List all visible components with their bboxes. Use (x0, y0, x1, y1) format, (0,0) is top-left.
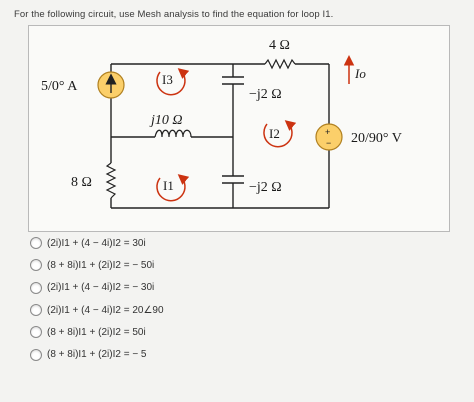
circuit-wires (110, 63, 330, 209)
label-i1: I1 (163, 178, 174, 193)
voltage-source-minus: − (326, 138, 331, 148)
resistor-left (105, 162, 117, 199)
mesh-arrow-i3 (156, 68, 190, 96)
question-text: For the following circuit, use Mesh anal… (14, 9, 334, 20)
option-5[interactable]: (8 + 8i)I1 + (2i)I2 = 50i (30, 321, 450, 343)
radio-button[interactable] (30, 259, 42, 272)
label-inductor: j10 Ω (149, 113, 183, 128)
voltage-source (315, 123, 343, 151)
option-label: (2i)I1 + (4 − 4i)I2 = 30i (47, 237, 146, 249)
label-cap-top: −j2 Ω (249, 87, 282, 102)
circuit-diagram: 4 Ω 5/0° A I3 −j2 Ω Io j10 Ω I2 + − 20/9… (41, 38, 402, 209)
option-3[interactable]: (2i)I1 + (4 − 4i)I2 = − 30i (30, 277, 450, 299)
label-io: Io (354, 66, 366, 81)
option-1[interactable]: (2i)I1 + (4 − 4i)I2 = 30i (30, 232, 450, 254)
voltage-source-plus: + (325, 127, 330, 137)
inductor (154, 129, 192, 138)
radio-button[interactable] (30, 237, 42, 250)
option-2[interactable]: (8 + 8i)I1 + (2i)I2 = − 50i (30, 254, 450, 276)
label-i3: I3 (162, 72, 173, 87)
radio-button[interactable] (30, 348, 42, 361)
label-voltage-source: 20/90° V (351, 131, 402, 146)
option-label: (8 + 8i)I1 + (2i)I2 = − 5 (47, 349, 147, 361)
option-label: (8 + 8i)I1 + (2i)I2 = 50i (47, 326, 146, 338)
answer-options: (2i)I1 + (4 − 4i)I2 = 30i (8 + 8i)I1 + (… (30, 232, 450, 366)
circuit-figure: 4 Ω 5/0° A I3 −j2 Ω Io j10 Ω I2 + − 20/9… (28, 25, 450, 232)
option-label: (8 + 8i)I1 + (2i)I2 = − 50i (47, 259, 155, 271)
capacitor-bottom (222, 175, 244, 184)
label-cap-bottom: −j2 Ω (249, 180, 282, 195)
radio-button[interactable] (30, 304, 42, 317)
option-label: (2i)I1 + (4 − 4i)I2 = 20∠90 (47, 304, 164, 316)
radio-button[interactable] (30, 326, 42, 339)
label-r-top: 4 Ω (269, 38, 290, 53)
mesh-arrow-i1 (156, 174, 190, 202)
label-i2: I2 (269, 126, 280, 141)
option-4[interactable]: (2i)I1 + (4 − 4i)I2 = 20∠90 (30, 299, 450, 321)
capacitor-top (222, 76, 244, 85)
option-label: (2i)I1 + (4 − 4i)I2 = − 30i (47, 282, 155, 294)
mesh-arrow-i2 (263, 120, 297, 148)
resistor-top (264, 58, 296, 70)
label-r-left: 8 Ω (71, 175, 92, 190)
option-6[interactable]: (8 + 8i)I1 + (2i)I2 = − 5 (30, 343, 450, 365)
radio-button[interactable] (30, 281, 42, 294)
label-current-source: 5/0° A (41, 79, 78, 94)
